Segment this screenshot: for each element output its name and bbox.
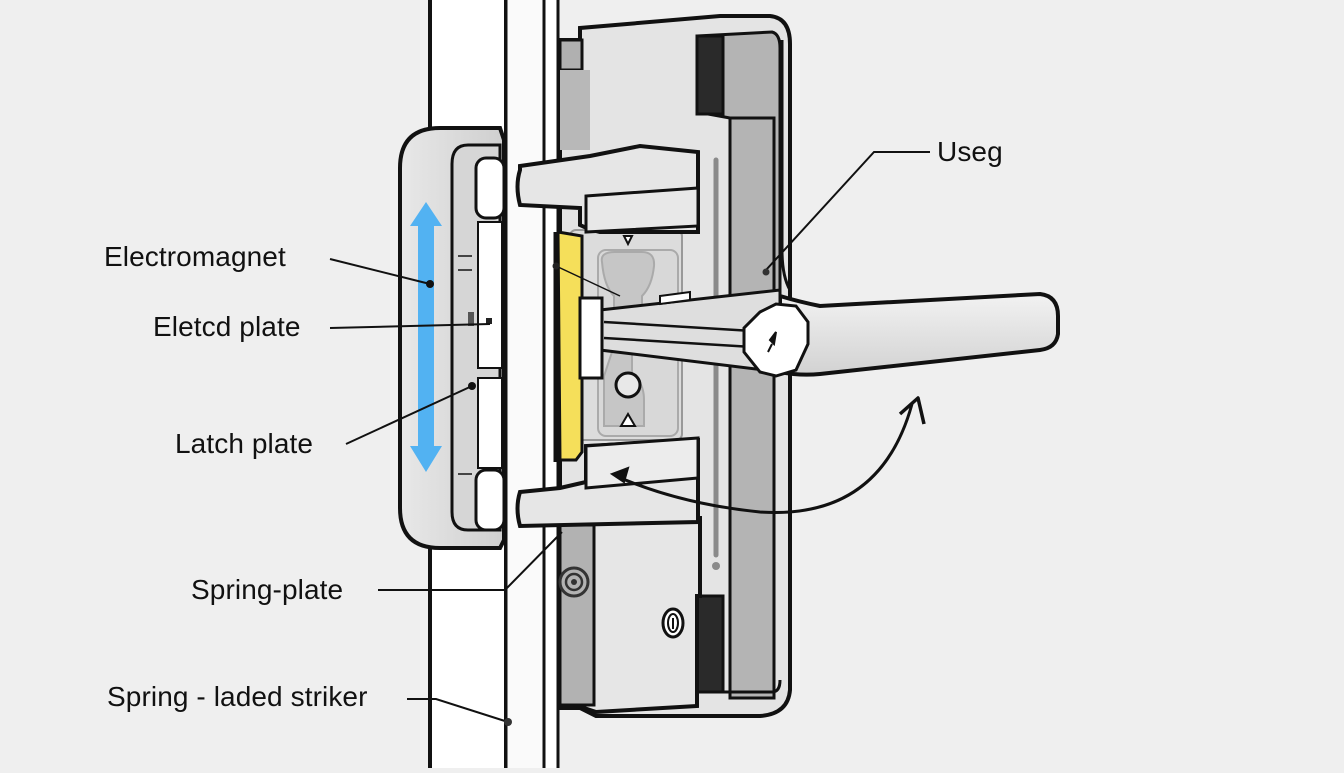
leader-electrode-plate xyxy=(329,323,491,329)
electromagnet-housing xyxy=(398,126,506,550)
leader-latch-plate xyxy=(345,385,473,445)
label-spring-loaded-striker: Spring - laded striker xyxy=(107,681,368,712)
spring-coil-icon xyxy=(558,566,590,598)
handle-hub-icon xyxy=(742,302,810,378)
label-electromagnet: Electromagnet xyxy=(104,241,286,272)
latch-bolt-upper xyxy=(515,143,700,234)
latch-bolt-lower xyxy=(515,436,700,529)
yellow-strip xyxy=(553,230,584,462)
leader-lines xyxy=(329,151,930,726)
label-latch-plate: Latch plate xyxy=(175,428,314,459)
leader-spring-striker xyxy=(407,698,509,723)
leader-yellow xyxy=(555,265,621,297)
label-useg: Useg xyxy=(937,136,1003,167)
lever-handle[interactable] xyxy=(578,40,1060,380)
leader-electromagnet xyxy=(329,258,431,285)
label-spring-plate: Spring-plate xyxy=(191,574,344,605)
leader-useg xyxy=(765,151,930,271)
rotation-arrow-icon xyxy=(609,396,926,515)
keyhole-icon xyxy=(661,607,685,639)
label-electrode-plate: Eletcd plate xyxy=(153,311,301,342)
leader-spring-plate xyxy=(378,531,563,591)
